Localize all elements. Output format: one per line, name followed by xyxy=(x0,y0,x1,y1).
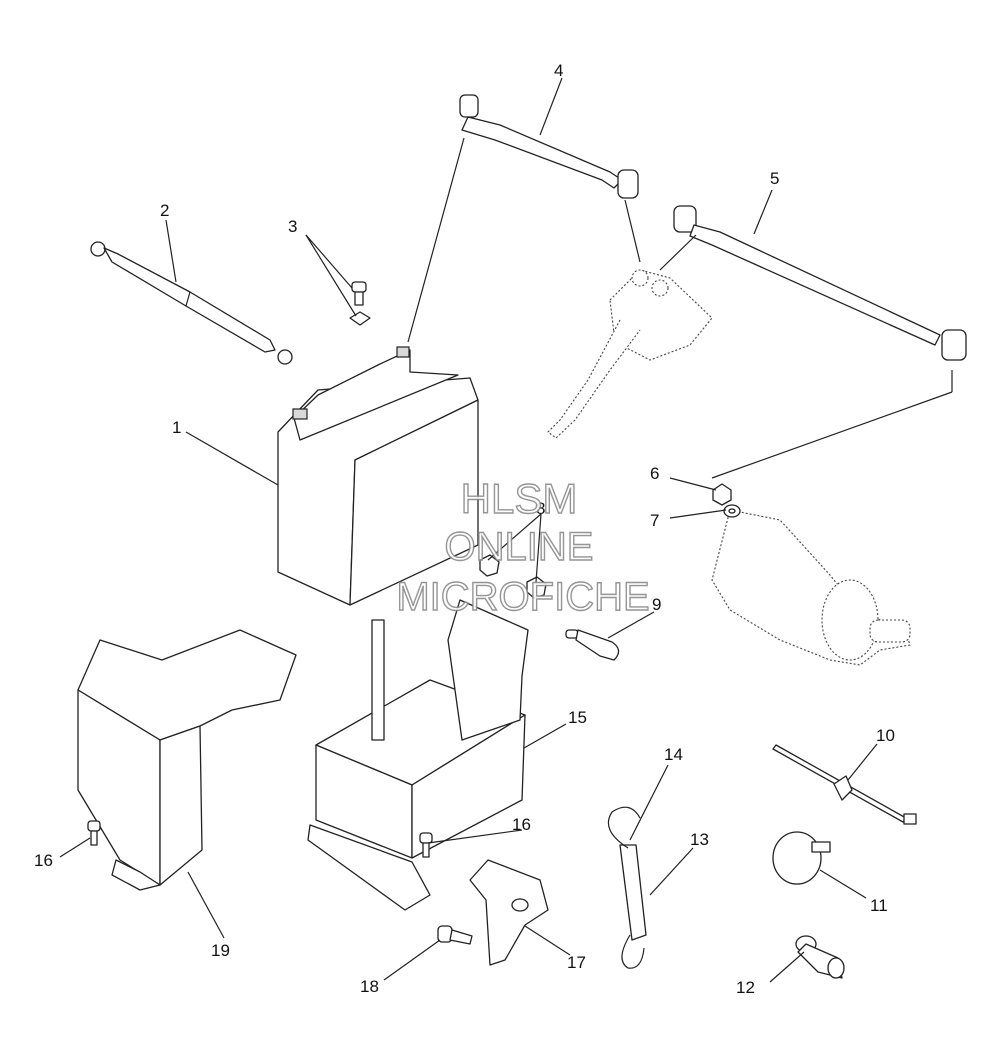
callout-2: 2 xyxy=(160,201,169,220)
part-17-bracket xyxy=(469,859,549,966)
part-12-terminal-cap xyxy=(795,935,845,979)
callout-7: 7 xyxy=(650,511,659,530)
part-2-battery-cable xyxy=(90,241,293,365)
callout-8: 8 xyxy=(536,499,545,518)
callout-labels: 1 2 3 4 5 6 7 8 9 10 11 12 13 14 15 16 1… xyxy=(34,61,895,997)
callout-1: 1 xyxy=(172,418,181,437)
callout-12: 12 xyxy=(736,978,755,997)
callout-4: 4 xyxy=(554,61,563,80)
part-7-washer xyxy=(723,504,741,518)
part-16-bolt-right xyxy=(419,832,433,858)
watermark-line-3: MICROFICHE xyxy=(396,575,649,619)
callout-17: 17 xyxy=(567,953,586,972)
callout-9: 9 xyxy=(652,595,661,614)
part-5-cable xyxy=(673,205,967,361)
callout-6: 6 xyxy=(650,464,659,483)
part-6-nut xyxy=(712,483,732,506)
part-4-cable xyxy=(459,94,639,199)
part-13-strap xyxy=(619,844,647,941)
part-10-cable-tie xyxy=(772,744,917,825)
callout-3: 3 xyxy=(288,217,297,236)
part-11-hose-clamp xyxy=(772,831,831,885)
callout-15: 15 xyxy=(568,708,587,727)
part-14-hook xyxy=(607,806,645,969)
callout-5: 5 xyxy=(770,169,779,188)
callout-14: 14 xyxy=(664,745,683,764)
part-3-bolt-nut xyxy=(349,281,371,326)
watermark-line-1: HLSM xyxy=(461,475,578,522)
solenoid xyxy=(547,269,713,439)
part-19-cover xyxy=(77,629,297,891)
part-16-bolt-left xyxy=(87,820,101,846)
part-15-battery-tray xyxy=(307,599,529,911)
starter-motor xyxy=(711,509,911,666)
part-1-battery xyxy=(277,346,479,606)
callout-11: 11 xyxy=(870,896,888,915)
callout-16-right: 16 xyxy=(512,815,531,834)
callout-19: 19 xyxy=(211,941,230,960)
watermark-line-2: ONLINE xyxy=(445,525,594,569)
callout-18: 18 xyxy=(360,977,379,996)
callout-10: 10 xyxy=(876,726,895,745)
watermark: HLSM ONLINE MICROFICHE xyxy=(396,474,651,619)
part-9-fuse xyxy=(565,629,620,661)
part-8-nut xyxy=(479,554,547,599)
callout-13: 13 xyxy=(690,830,709,849)
leader-lines xyxy=(59,77,953,983)
callout-16-left: 16 xyxy=(34,851,53,870)
part-18-bolt xyxy=(437,925,473,945)
